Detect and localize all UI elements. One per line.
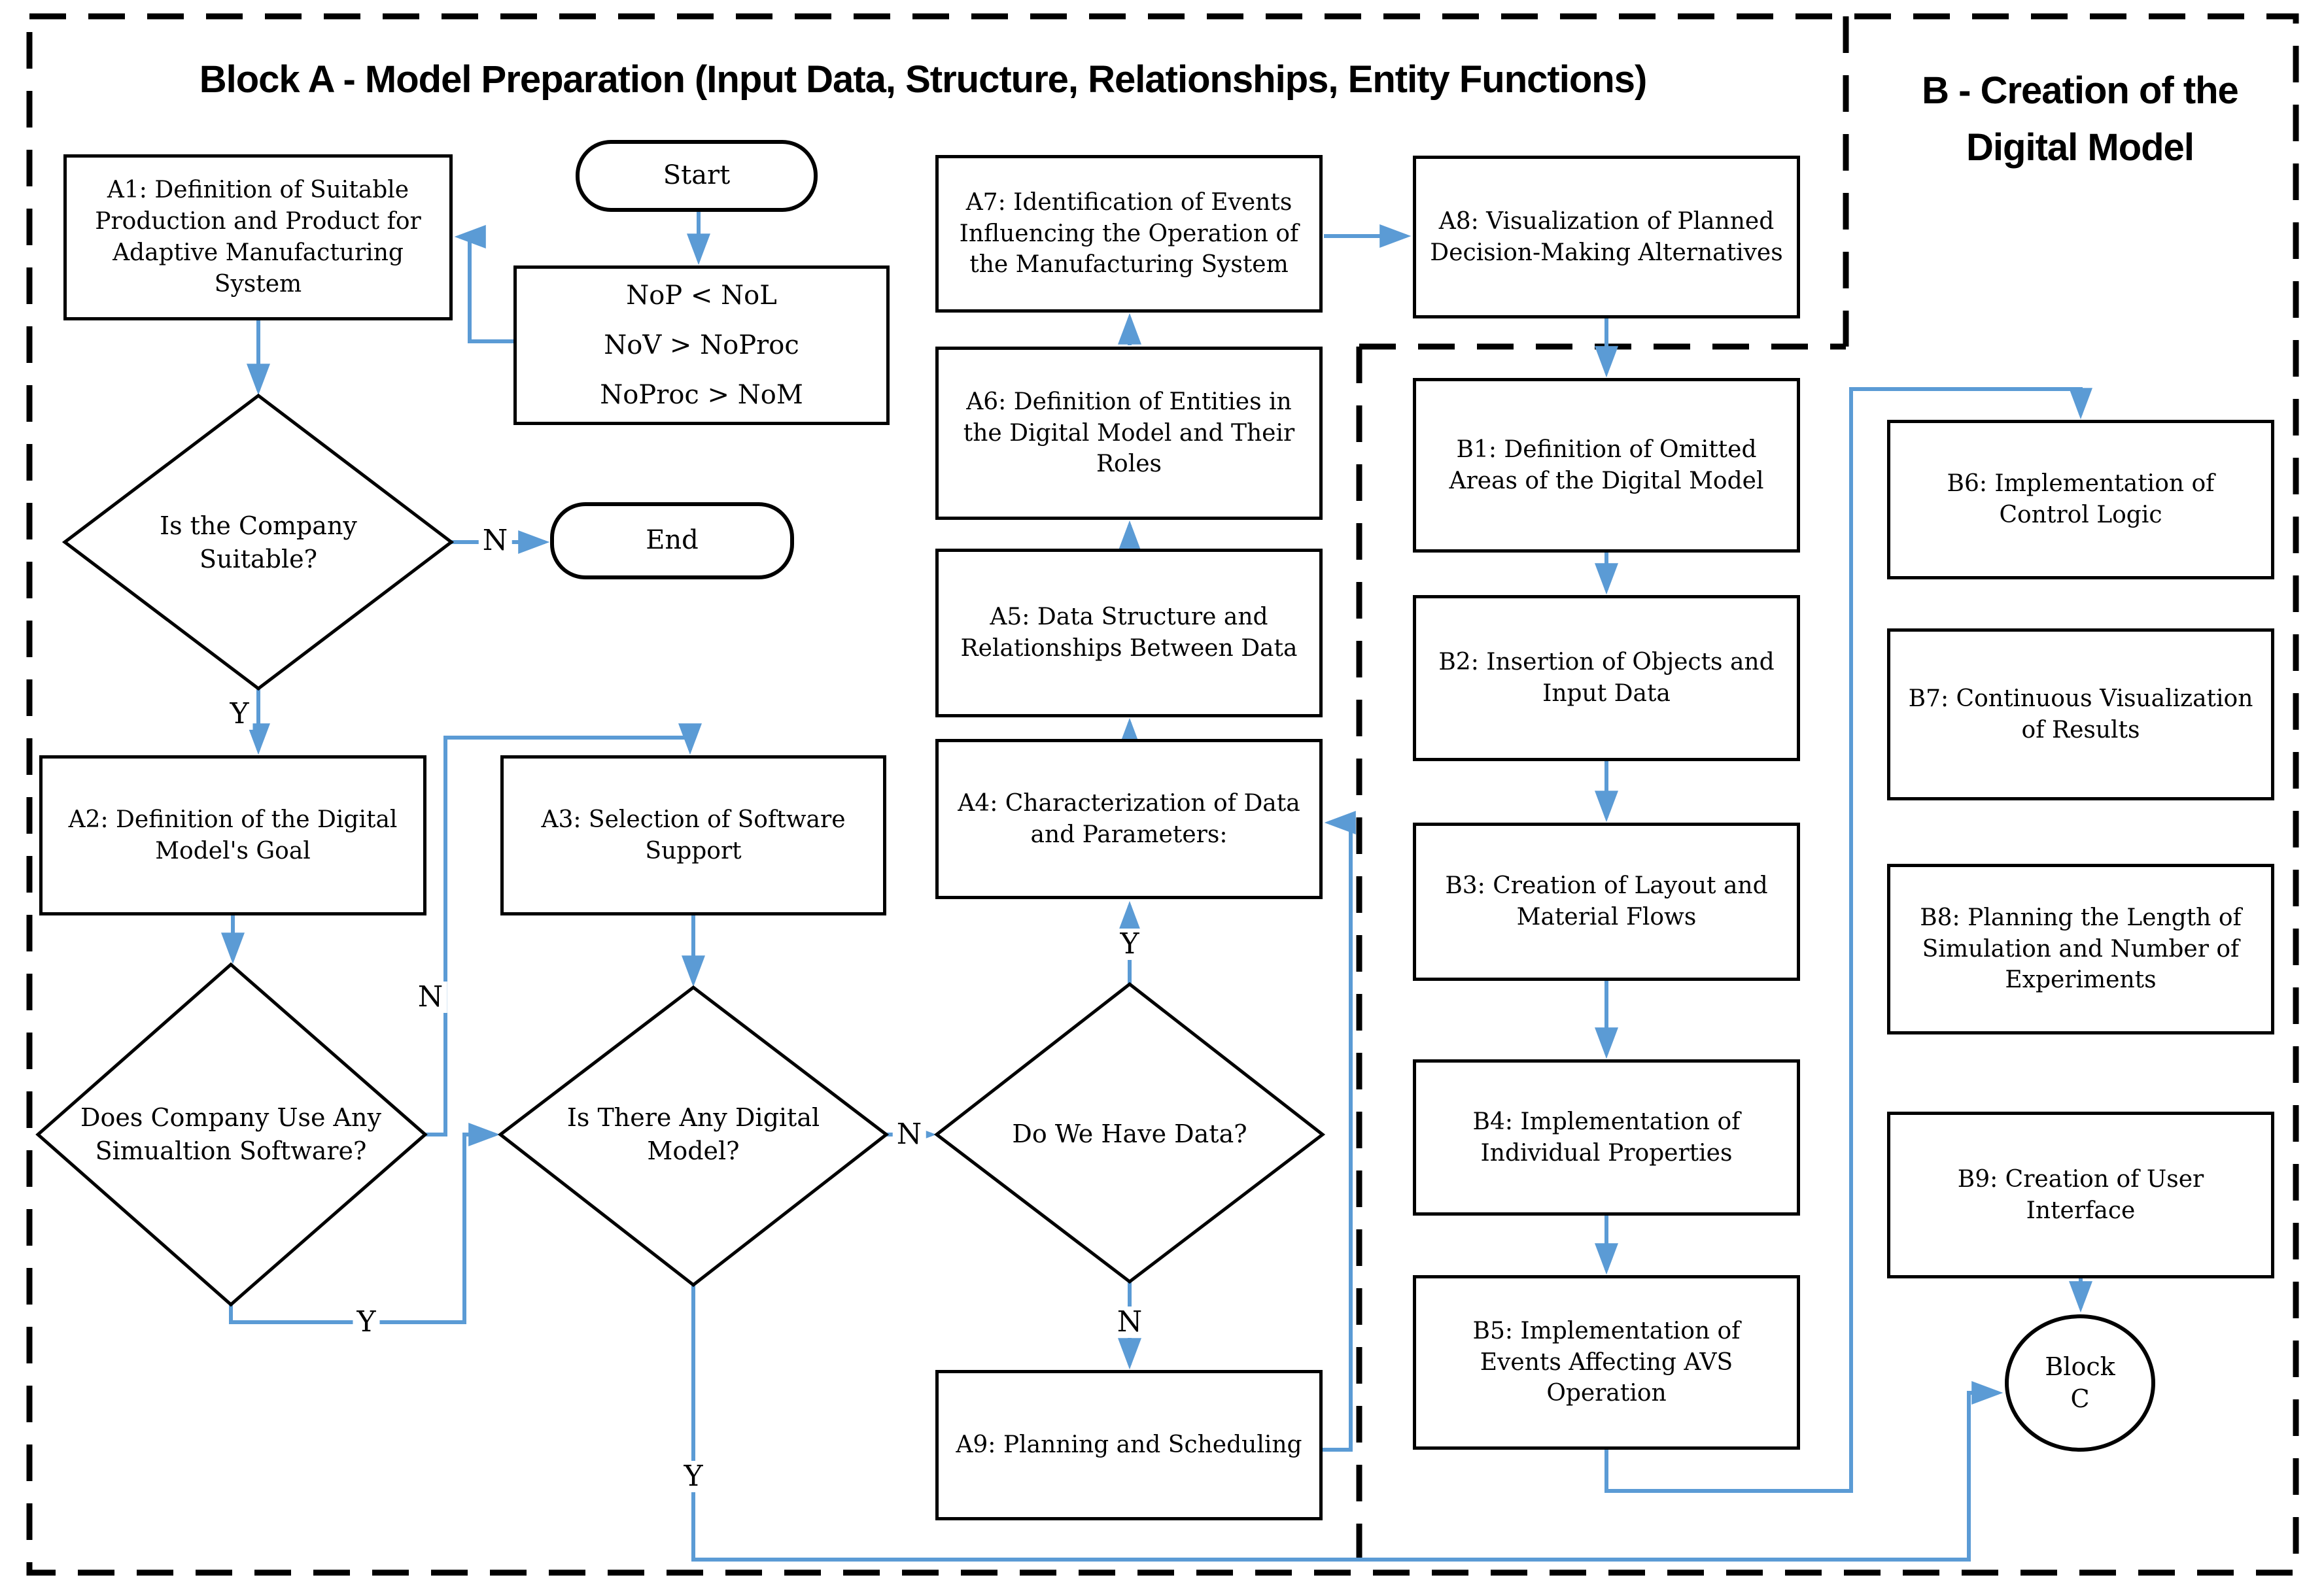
decision-d4-shape: [933, 982, 1326, 1284]
decision-d3-label: Is There Any Digital Model?: [566, 1102, 820, 1165]
node-b4: B4: Implementation of Individual Propert…: [1413, 1059, 1800, 1216]
edge-label-d4-yes: Y: [1116, 929, 1143, 960]
decision-d3-shape: [497, 985, 890, 1288]
arrow-b5-to-b6: [1604, 387, 2092, 1493]
arrow-a9-to-a4-feedback: [1323, 811, 1356, 1452]
arrow-constraints-to-a1: [454, 225, 513, 343]
node-a9: A9: Planning and Scheduling: [935, 1370, 1323, 1520]
node-b5: B5: Implementation of Events Affecting A…: [1413, 1275, 1800, 1450]
decision-d2-shape: [35, 962, 428, 1307]
decision-d4-label: Do We Have Data?: [1012, 1119, 1247, 1149]
edge-label-d3-no: N: [892, 1119, 926, 1150]
node-block-c: Block C: [2005, 1314, 2155, 1452]
node-start: Start: [576, 140, 818, 212]
node-b6: B6: Implementation of Control Logic: [1887, 420, 2274, 579]
decision-d2-label: Does Company Use Any Simualtion Software…: [80, 1102, 381, 1165]
block-b-title: B - Creation of the Digital Model: [1922, 69, 2239, 169]
edge-label-d2-yes: Y: [353, 1307, 380, 1338]
arrow-d2-no-to-a3: [425, 723, 702, 1136]
node-end: End: [550, 502, 794, 579]
arrow-d2-yes-to-d3: [229, 1123, 500, 1324]
node-a1: A1: Definition of Suitable Production an…: [63, 154, 453, 320]
node-b1: B1: Definition of Omitted Areas of the D…: [1413, 378, 1800, 553]
node-b9: B9: Creation of User Interface: [1887, 1112, 2274, 1278]
node-a2: A2: Definition of the Digital Model's Go…: [39, 755, 426, 915]
edge-label-d1-yes: Y: [226, 698, 253, 730]
node-constraints: NoP < NoL NoV > NoProc NoProc > NoM: [513, 265, 890, 425]
node-a3: A3: Selection of Software Support: [500, 755, 886, 915]
node-a4: A4: Characterization of Data and Paramet…: [935, 739, 1323, 899]
edge-label-d2-no: N: [413, 982, 447, 1013]
node-b2: B2: Insertion of Objects and Input Data: [1413, 595, 1800, 761]
node-a5: A5: Data Structure and Relationships Bet…: [935, 549, 1323, 717]
node-b7: B7: Continuous Visualization of Results: [1887, 628, 2274, 800]
decision-d1-shape: [61, 393, 455, 691]
decision-d1-label: Is the Company Suitable?: [160, 511, 357, 573]
edge-label-d1-no: N: [478, 525, 512, 556]
node-b8: B8: Planning the Length of Simulation an…: [1887, 864, 2274, 1034]
arrow-d3-yes-to-block-c: [691, 1285, 2003, 1562]
block-a-title: Block A - Model Preparation (Input Data,…: [199, 58, 1648, 101]
edge-label-d4-no: N: [1113, 1307, 1147, 1338]
node-a8: A8: Visualization of Planned Decision-Ma…: [1413, 156, 1800, 318]
node-a6: A6: Definition of Entities in the Digita…: [935, 347, 1323, 520]
node-a7: A7: Identification of Events Influencing…: [935, 155, 1323, 313]
node-b3: B3: Creation of Layout and Material Flow…: [1413, 823, 1800, 981]
outer-dashed-border: [26, 13, 2299, 1576]
edge-label-d3-yes: Y: [680, 1461, 707, 1492]
